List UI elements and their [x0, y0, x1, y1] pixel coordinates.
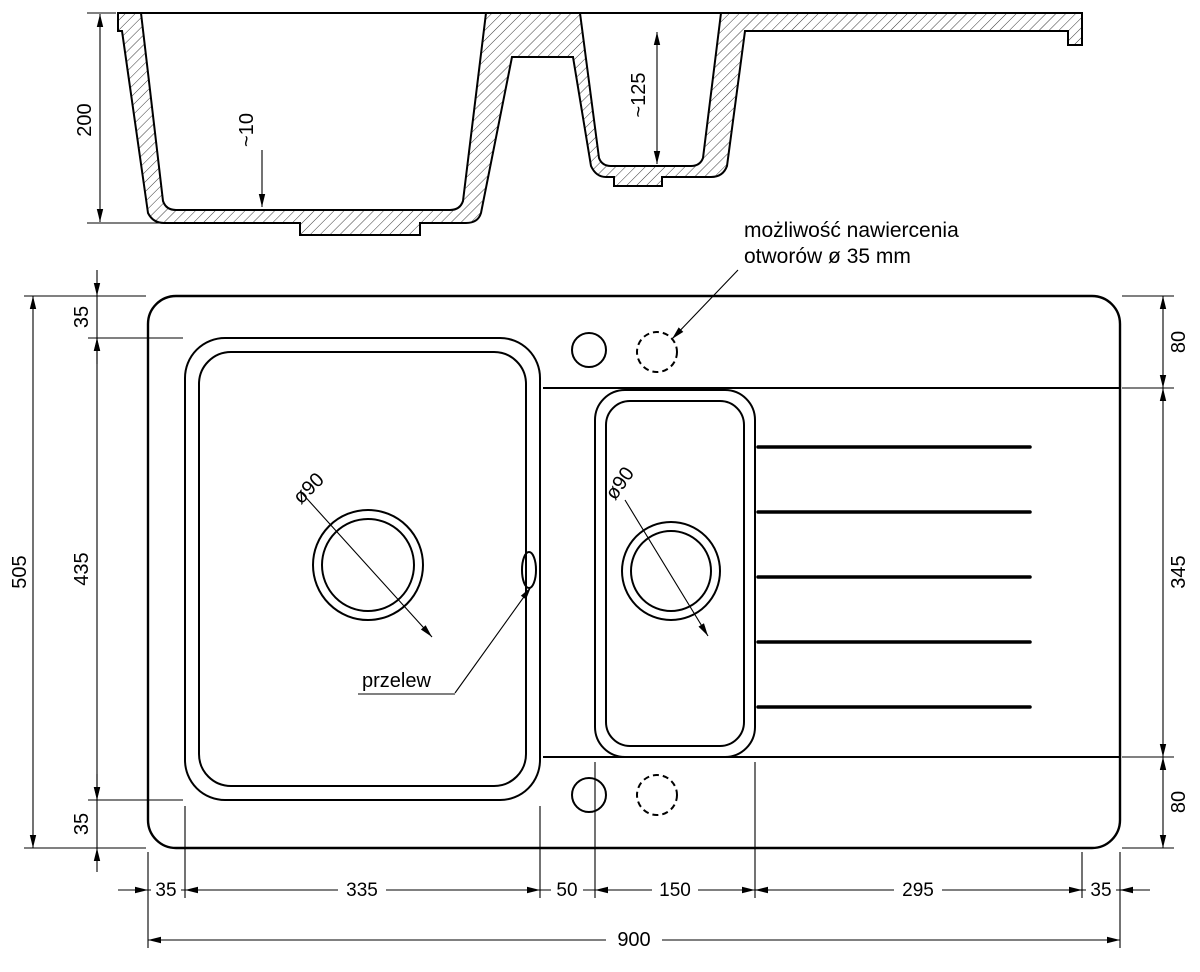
dim-label-rim-top: 35: [71, 306, 93, 328]
dim-right-column: 80 345 80: [1122, 295, 1190, 849]
dim-label-drainer-width: 295: [902, 880, 934, 901]
label-backing: [338, 881, 386, 899]
label-backing: [652, 881, 698, 899]
dim-label-rim-bottom: 35: [71, 813, 93, 835]
dim-label-total-depth: 200: [74, 103, 96, 136]
dim-left-column: 35 435 35: [71, 270, 183, 872]
label-backing: [551, 881, 583, 899]
small-bowl-outer: [594, 389, 756, 758]
optional-hole-top: [636, 331, 678, 373]
diameter-leader: [624, 499, 709, 637]
dim-label-overall-width: 900: [617, 929, 650, 951]
dim-label-drainer-height: 345: [1168, 555, 1190, 588]
dim-label-rim-left: 35: [155, 880, 176, 901]
small-drain-inner: [630, 530, 712, 612]
dim-label-right-top: 80: [1168, 331, 1190, 353]
leader-line: [454, 586, 532, 694]
dim-label-small-bowl-width: 150: [659, 880, 691, 901]
overflow-label: przelew: [362, 670, 431, 692]
diameter-leader: [299, 490, 433, 638]
dim-label-bowls-height: 435: [71, 552, 93, 585]
dim-label-rim-right: 35: [1090, 880, 1111, 901]
dim-label-between-bowls: 50: [556, 880, 577, 901]
dim-overall-height: 505: [9, 295, 146, 849]
annotations: możliwość nawiercenia otworów ø 35 mm pr…: [358, 219, 959, 695]
plan-dimensions: 505 35 435 35 80 345: [9, 270, 1190, 951]
label-backing: [894, 881, 942, 899]
cross-section-view: 200 ~10 ~125: [74, 12, 1083, 236]
dim-label-main-bowl-width: 335: [346, 880, 378, 901]
label-backing: [606, 930, 662, 949]
faucet-hole-top: [571, 332, 607, 368]
optional-hole-bottom: [636, 774, 678, 816]
dim-label-right-bottom: 80: [1168, 791, 1190, 813]
small-bowl: [594, 389, 756, 758]
main-bowl-inner: [198, 351, 527, 787]
overflow-note: przelew: [358, 586, 532, 695]
dim-base-thickness: ~10: [236, 113, 266, 207]
dim-bottom-row: 35 335 50 150 295 35: [118, 762, 1150, 948]
main-drain-outer: [312, 509, 424, 621]
dim-label-overall-height: 505: [9, 555, 31, 588]
small-drain-outer: [621, 521, 721, 621]
leader-line: [671, 269, 739, 340]
dim-total-depth: 200: [74, 12, 160, 224]
dim-small-bowl-depth: ~125: [628, 32, 661, 164]
drill-note-line1: możliwość nawiercenia: [744, 219, 959, 242]
dim-overall-width: 900: [148, 929, 1120, 951]
faucet-hole-bottom: [571, 777, 607, 813]
label-backing: [151, 881, 181, 899]
label-backing: [1086, 881, 1116, 899]
main-bowl: [184, 337, 541, 801]
main-bowl-outer: [184, 337, 541, 801]
drill-note: możliwość nawiercenia otworów ø 35 mm: [671, 219, 959, 340]
sink-outline: [146, 294, 1122, 850]
drill-note-line2: otworów ø 35 mm: [744, 245, 911, 268]
dim-label-small-bowl-depth: ~125: [628, 72, 650, 117]
drainer-grooves: [756, 445, 1032, 709]
dim-label-base-thickness: ~10: [236, 113, 258, 147]
main-drain-inner: [321, 518, 415, 612]
small-bowl-inner: [605, 400, 745, 747]
